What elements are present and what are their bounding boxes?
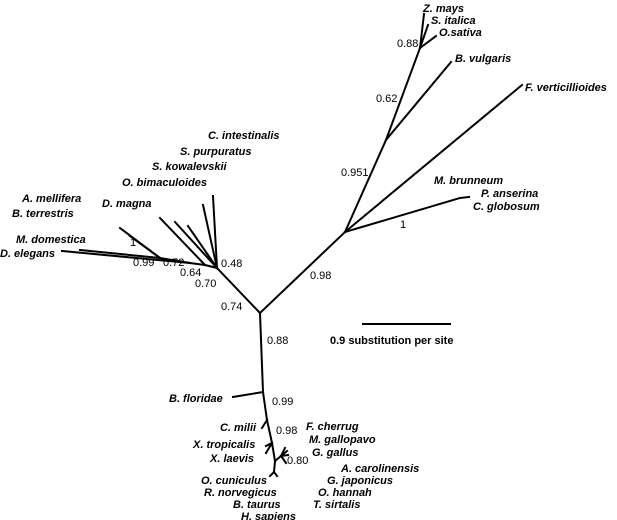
branch-to-monocots: [384, 46, 422, 142]
taxon-r-norvegicus: R. norvegicus: [204, 487, 277, 499]
support-0-99-vertebrates: 0.99: [272, 396, 293, 408]
branch-o-sativa: [418, 34, 438, 50]
support-0-80: 0.80: [287, 455, 308, 467]
taxon-g-japonicus: G. japonicus: [327, 475, 393, 487]
branch-s-purpuratus: [201, 203, 219, 270]
branch-d-magna: [158, 216, 207, 267]
branch-g-gallus: [279, 453, 290, 458]
branch-root-to-plant-fungi: [258, 230, 347, 315]
support-0-99-insects: 0.99: [133, 257, 154, 269]
branch-root-to-invertebrates: [215, 266, 262, 315]
branch-s-kowalevskii: [186, 224, 219, 270]
branch-b-floridae: [231, 390, 265, 399]
taxon-o-sativa: O.sativa: [439, 27, 482, 39]
branch-c-milii: [260, 418, 269, 430]
branch-to-fungi: [343, 196, 462, 234]
branch-inv-node2: [203, 263, 219, 270]
taxon-a-mellifera: A. mellifera: [21, 193, 81, 205]
taxon-c-globosum: C. globosum: [473, 201, 540, 213]
taxon-b-terrestris: B. terrestris: [12, 208, 74, 220]
scale-bar-label: 0.9 substitution per site: [330, 335, 453, 347]
taxon-c-milii: C. milii: [220, 422, 257, 434]
branch-mammals: [272, 459, 277, 474]
branch-d-elegans: [60, 249, 192, 265]
branch-vert-main-1: [261, 390, 269, 422]
support-values: 0.88 0.62 0.951 1 0.98 0.74 0.88 0.99 0.…: [130, 38, 418, 467]
branch-to-plants: [343, 138, 388, 234]
taxon-o-hannah: O. hannah: [318, 487, 372, 499]
branch-inv-node3: [188, 261, 207, 267]
support-0-74: 0.74: [221, 301, 242, 313]
taxon-s-purpuratus: S. purpuratus: [180, 146, 252, 158]
support-1-insects: 1: [130, 237, 136, 249]
taxon-b-floridae: B. floridae: [169, 393, 223, 405]
support-0-98-plant-fungi: 0.98: [310, 270, 331, 282]
branch-z-mays: [418, 12, 426, 50]
support-0-48: 0.48: [221, 258, 242, 270]
support-0-88-monocots: 0.88: [397, 38, 418, 50]
taxon-p-anserina: P. anserina: [481, 188, 538, 200]
taxon-a-carolinensis: A. carolinensis: [340, 463, 419, 475]
taxon-z-mays: Z. mays: [422, 3, 464, 15]
branch-s-italica: [418, 23, 430, 50]
taxon-s-kowalevskii: S. kowalevskii: [152, 161, 228, 173]
taxon-t-sirtalis: T. sirtalis: [313, 499, 360, 511]
taxon-f-verticillioides: F. verticillioides: [525, 82, 607, 94]
taxon-o-cuniculus: O. cuniculus: [201, 475, 267, 487]
taxon-d-magna: D. magna: [102, 198, 152, 210]
taxon-g-gallus: G. gallus: [312, 447, 358, 459]
taxon-m-domestica: M. domestica: [16, 234, 86, 246]
branch-m-domestica: [78, 248, 162, 260]
branch-b-vulgaris: [384, 60, 453, 142]
branch-c-intestinalis: [211, 194, 219, 270]
support-0-951: 0.951: [341, 167, 369, 179]
branch-fungi-tip: [458, 195, 471, 200]
branch-root-to-vertebrates: [258, 311, 265, 394]
taxon-x-laevis: X. laevis: [209, 453, 254, 465]
taxon-m-gallopavo: M. gallopavo: [309, 434, 376, 446]
branch-b-terrestris: [128, 234, 162, 260]
taxon-m-brunneum: M. brunneum: [434, 175, 503, 187]
taxon-s-italica: S. italica: [431, 15, 476, 27]
taxon-f-cherrug: F. cherrug: [306, 421, 359, 433]
support-0-70: 0.70: [195, 278, 216, 290]
tree-branches: [60, 12, 524, 478]
support-1-fungi: 1: [400, 219, 406, 231]
taxon-d-elegans: D. elegans: [0, 248, 55, 260]
branch-mammal-tips-2: [272, 470, 279, 478]
branch-vert-main-2: [265, 418, 274, 445]
branch-f-verticillioides: [343, 83, 524, 234]
branch-o-bimaculoides: [173, 220, 219, 270]
support-0-72: 0.72: [163, 257, 184, 269]
taxon-x-tropicalis: X. tropicalis: [192, 439, 255, 451]
support-0-62: 0.62: [376, 93, 397, 105]
scale-bar: 0.9 substitution per site: [330, 323, 453, 347]
taxon-b-vulgaris: B. vulgaris: [455, 53, 511, 65]
branch-x-laevis: [264, 441, 274, 455]
taxon-h-sapiens: H. sapiens: [241, 511, 296, 520]
support-0-88-vertebrates: 0.88: [267, 335, 288, 347]
taxon-c-intestinalis: C. intestinalis: [208, 130, 280, 142]
taxon-labels: Z. mays S. italica O.sativa B. vulgaris …: [0, 3, 607, 520]
branch-vert-main-3: [270, 441, 277, 463]
support-0-98-vertebrates: 0.98: [276, 425, 297, 437]
taxon-b-taurus: B. taurus: [233, 499, 281, 511]
support-0-64: 0.64: [180, 267, 201, 279]
branch-squamates: [279, 454, 288, 465]
taxon-o-bimaculoides: O. bimaculoides: [122, 177, 207, 189]
